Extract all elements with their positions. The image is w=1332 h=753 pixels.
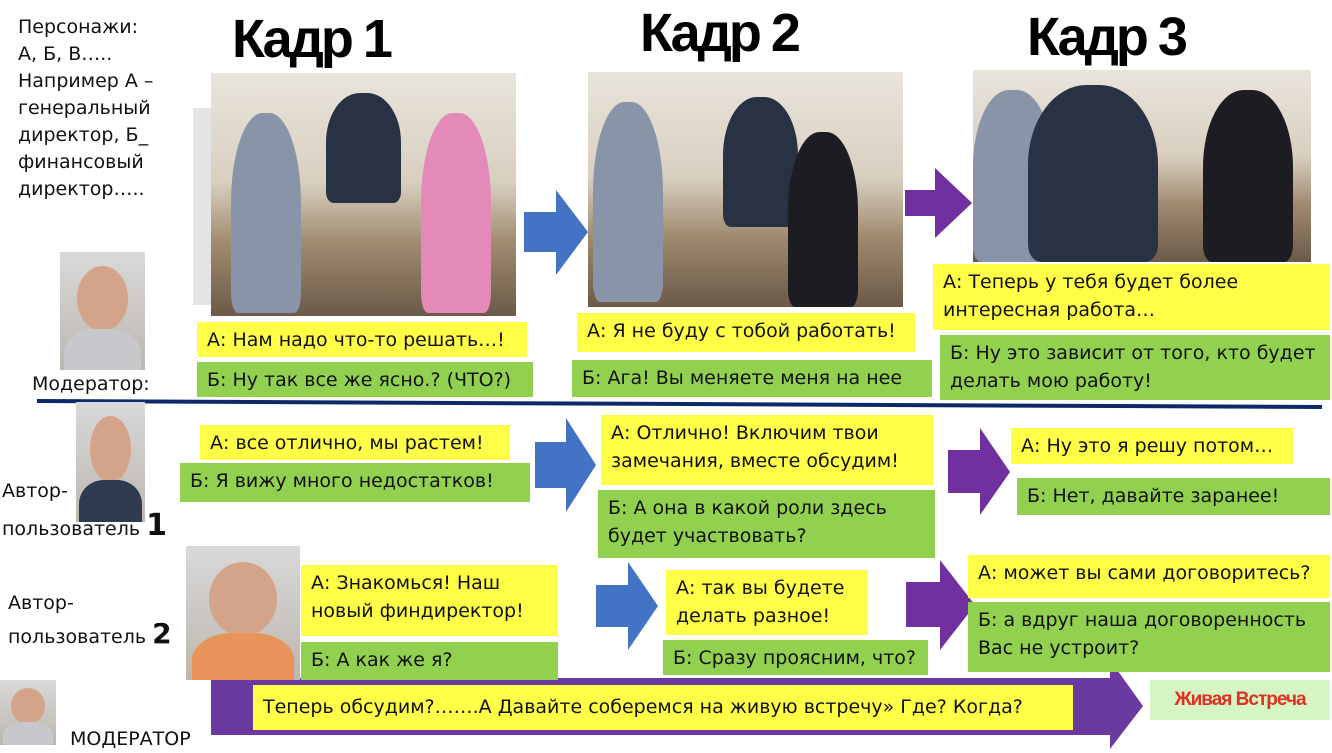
- dialog-b: Б: а вдруг наша договоренность Вас не ус…: [968, 602, 1330, 672]
- author-2-label-text: пользователь: [8, 626, 147, 648]
- intro-line: директор, Б_: [18, 124, 149, 146]
- arrow-right-icon: [948, 428, 1010, 515]
- intro-line: Например А –: [18, 70, 154, 92]
- author-2-photo: [186, 546, 300, 680]
- author-1-label-text: пользователь: [2, 518, 141, 540]
- dialog-b: Б: Ну это зависит от того, кто будет дел…: [940, 335, 1330, 400]
- moderator-photo: [60, 252, 145, 370]
- frame-1-photo: [211, 73, 516, 316]
- dialog-b: Б: Ага! Вы меняете меня на нее: [572, 360, 932, 397]
- moderator-bottom-photo: [0, 680, 56, 745]
- dialog-b: Б: Нет, давайте заранее!: [1017, 478, 1330, 515]
- dialog-a: А: Я не буду с тобой работать!: [577, 313, 915, 352]
- divider-line: [36, 399, 1323, 409]
- moderator-label: Модератор:: [32, 373, 150, 395]
- dialog-b: Б: А как же я?: [301, 642, 558, 680]
- author-2-number: 2: [152, 617, 172, 650]
- author-2-label: пользователь 2: [8, 620, 172, 651]
- bottom-prompt: Теперь обсудим?…….А Давайте соберемся на…: [253, 685, 1073, 730]
- intro-text: Персонажи: А, Б, В….. Например А – генер…: [18, 14, 153, 203]
- arrow-right-icon: [596, 562, 658, 650]
- arrow-right-icon: [524, 190, 588, 275]
- dialog-a: А: Ну это я решу потом…: [1011, 428, 1293, 464]
- dialog-b: Б: Я вижу много недостатков!: [180, 463, 530, 502]
- intro-line: директор…..: [18, 178, 145, 200]
- dialog-a: А: Отлично! Включим твои замечания, вмес…: [601, 415, 933, 485]
- dialog-a: А: все отлично, мы растем!: [200, 425, 510, 460]
- author-1-label: Автор-: [2, 480, 68, 502]
- dialog-a: А: Теперь у тебя будет более интересная …: [933, 264, 1330, 330]
- author-1-photo: [76, 402, 145, 522]
- arrow-right-icon: [905, 168, 972, 238]
- dialog-b: Б: А она в какой роли здесь будет участв…: [598, 490, 935, 558]
- dialog-b: Б: Сразу проясним, что?: [663, 640, 928, 675]
- author-2-label: Автор-: [8, 592, 74, 614]
- photo-shadow: [193, 108, 211, 305]
- frame-2-photo: [588, 72, 903, 307]
- frame-3-title: Кадр 3: [1027, 7, 1188, 67]
- frame-3-photo: [973, 70, 1311, 262]
- frame-2-title: Кадр 2: [640, 3, 801, 63]
- dialog-a: А: Знакомься! Наш новый финдиректор!: [301, 565, 558, 636]
- author-1-label: пользователь 1: [2, 511, 167, 543]
- frame-1-title: Кадр 1: [232, 9, 393, 69]
- arrow-right-icon: [535, 418, 596, 512]
- dialog-a: А: так вы будете делать разное!: [666, 570, 868, 635]
- dialog-a: А: Нам надо что-то решать…!: [197, 322, 527, 357]
- intro-line: финансовый: [18, 151, 144, 173]
- intro-line: А, Б, В…..: [18, 43, 113, 65]
- author-1-number: 1: [146, 508, 167, 543]
- dialog-a: А: может вы сами договоритесь?: [968, 555, 1330, 598]
- live-meeting-label: Живая Встреча: [1150, 680, 1330, 720]
- intro-line: Персонажи:: [18, 16, 139, 38]
- intro-line: генеральный: [18, 97, 151, 119]
- moderator-bottom-label: МОДЕРАТОР: [70, 728, 191, 750]
- arrow-right-icon: [906, 560, 975, 650]
- dialog-b: Б: Ну так все же ясно.? (ЧТО?): [197, 362, 533, 397]
